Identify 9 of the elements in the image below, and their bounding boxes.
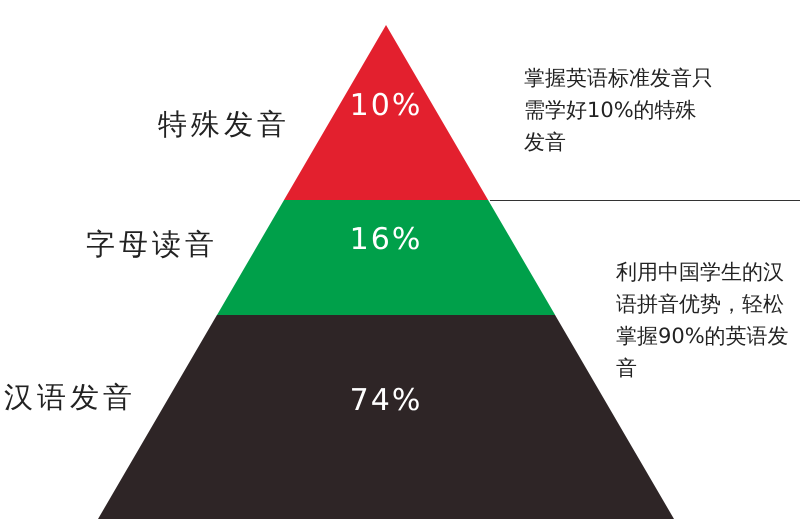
tier-label: 特殊发音 <box>158 106 290 143</box>
percentage-label: 10% <box>350 88 422 123</box>
note-text: 掌握英语标准发音只需学好10%的特殊发音 <box>524 65 714 156</box>
note-text: 利用中国学生的汉语拼音优势，轻松掌握90%的英语发音 <box>616 259 790 382</box>
tier-label: 汉语发音 <box>4 379 136 416</box>
pyramid-tier <box>284 25 488 200</box>
percentage-label: 74% <box>350 383 422 418</box>
tier-label: 字母读音 <box>86 226 218 263</box>
percentage-label: 16% <box>350 222 422 257</box>
